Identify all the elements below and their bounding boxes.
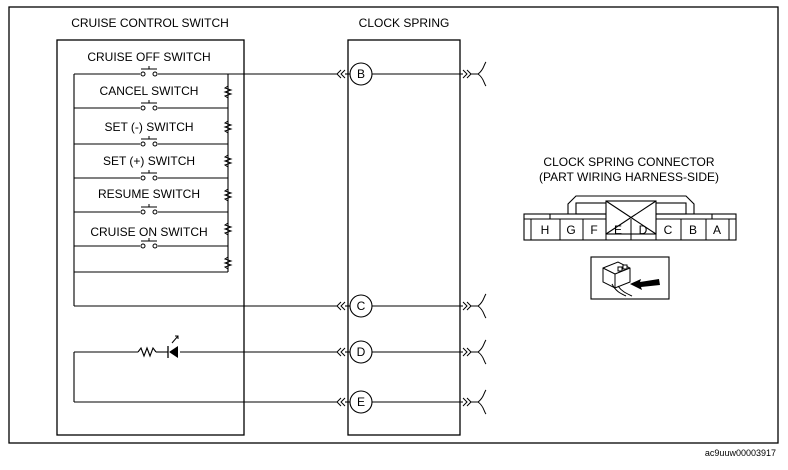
connector-pin-dividers	[530, 219, 730, 240]
arrow-icon	[630, 279, 660, 290]
connector-pin-a: A	[713, 223, 721, 237]
resistors	[223, 85, 233, 270]
terminal-c-label: C	[357, 299, 366, 313]
switch-contact	[140, 136, 158, 147]
exit-chevrons	[462, 61, 487, 415]
connector-title: CLOCK SPRING CONNECTOR	[543, 155, 714, 169]
switch-label-cruise-off: CRUISE OFF SWITCH	[87, 50, 210, 64]
cruise-control-switch-title: CRUISE CONTROL SWITCH	[71, 16, 229, 30]
clock-spring-box	[347, 39, 461, 436]
switch-label-set-minus: SET (-) SWITCH	[104, 120, 193, 134]
clock-spring-title: CLOCK SPRING	[359, 16, 450, 30]
connector-pin-g: G	[566, 223, 575, 237]
entry-chevrons	[336, 69, 346, 407]
switch-label-set-plus: SET (+) SWITCH	[103, 154, 195, 168]
terminal-e-label: E	[357, 395, 365, 409]
switch-label-resume: RESUME SWITCH	[98, 187, 200, 201]
outer-frame	[8, 6, 779, 444]
connector-subtitle: (PART WIRING HARNESS-SIDE)	[539, 170, 719, 184]
cruise-control-switch-box	[56, 39, 245, 436]
terminal-b: B	[349, 62, 373, 86]
terminal-e: E	[349, 390, 373, 414]
connector-pin-e: E	[614, 223, 622, 237]
connector-pins: H G F E D C B A	[541, 223, 721, 237]
indicator-circuit	[73, 346, 337, 403]
switch-contacts	[140, 66, 158, 249]
connector-pin-f: F	[590, 223, 597, 237]
terminal-d: D	[349, 340, 373, 364]
switch-label-cancel: CANCEL SWITCH	[100, 84, 199, 98]
switch-contact	[140, 100, 158, 111]
connector-plug-icon	[602, 261, 633, 297]
switch-ladder	[73, 73, 337, 307]
switch-label-cruise-on: CRUISE ON SWITCH	[90, 225, 207, 239]
led-icon	[167, 335, 179, 358]
clock-spring-lines	[345, 73, 463, 403]
switch-contact	[140, 238, 158, 249]
connector-view-inset	[590, 256, 670, 300]
switch-contact	[140, 204, 158, 215]
reference-code: ac9uuw00003917	[705, 448, 776, 458]
terminal-c: C	[349, 294, 373, 318]
switch-contact	[140, 66, 158, 77]
switch-contact	[140, 170, 158, 181]
connector-housing	[523, 195, 737, 241]
connector-pin-d: D	[639, 223, 648, 237]
connector-pin-h: H	[541, 223, 550, 237]
terminal-b-label: B	[357, 67, 365, 81]
connector-pin-b: B	[689, 223, 697, 237]
terminal-d-label: D	[357, 345, 366, 359]
connector-pin-c: C	[664, 223, 673, 237]
